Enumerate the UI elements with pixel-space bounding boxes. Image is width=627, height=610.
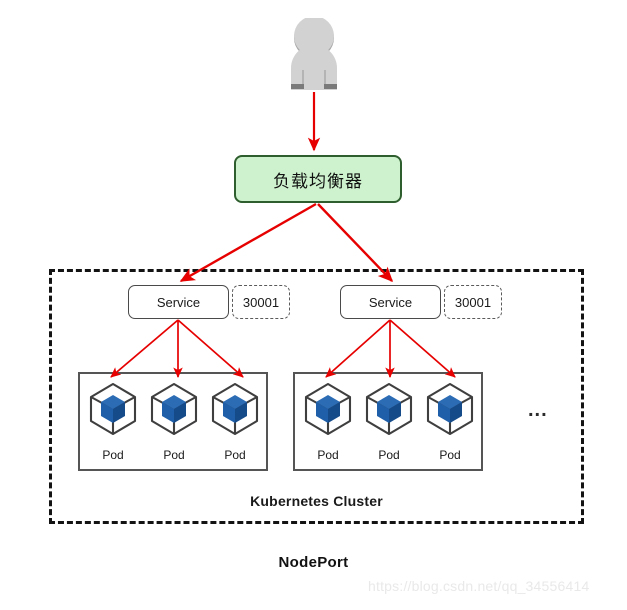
- pod-label: Pod: [317, 448, 339, 462]
- pod-label: Pod: [224, 448, 246, 462]
- pod-1-2[interactable]: Pod: [146, 381, 202, 467]
- pod-1-3[interactable]: Pod: [207, 381, 263, 467]
- pod-1-1[interactable]: Pod: [85, 381, 141, 467]
- load-balancer-box[interactable]: 负载均衡器: [234, 155, 402, 203]
- service-nodeport-box-1[interactable]: 30001: [232, 285, 290, 319]
- load-balancer-label: 负载均衡器: [273, 171, 363, 192]
- pod-cube-icon: [361, 381, 417, 448]
- pod-2-3[interactable]: Pod: [422, 381, 478, 467]
- user-person-icon: [283, 16, 345, 92]
- pod-group-2: Pod Pod: [293, 372, 483, 471]
- service-nodeport-label-2: 30001: [454, 294, 492, 310]
- pod-cube-icon: [422, 381, 478, 448]
- pod-cube-icon: [85, 381, 141, 448]
- pod-label: Pod: [102, 448, 124, 462]
- pod-group-1: Pod Pod: [78, 372, 268, 471]
- watermark-text: https://blog.csdn.net/qq_34556414: [368, 578, 590, 594]
- diagram-title: NodePort: [278, 554, 349, 571]
- pod-2-1[interactable]: Pod: [300, 381, 356, 467]
- pod-2-2[interactable]: Pod: [361, 381, 417, 467]
- pod-cube-icon: [300, 381, 356, 448]
- service-box-1[interactable]: Service: [128, 285, 229, 319]
- service-box-2[interactable]: Service: [340, 285, 441, 319]
- pod-cube-icon: [146, 381, 202, 448]
- pod-label: Pod: [163, 448, 185, 462]
- service-nodeport-box-2[interactable]: 30001: [444, 285, 502, 319]
- service-nodeport-label-1: 30001: [242, 294, 280, 310]
- pod-cube-icon: [207, 381, 263, 448]
- kubernetes-cluster-label: Kubernetes Cluster: [250, 493, 383, 509]
- more-pods-ellipsis: ...: [528, 399, 548, 421]
- service-label-2: Service: [368, 294, 413, 310]
- pod-label: Pod: [378, 448, 400, 462]
- pod-label: Pod: [439, 448, 461, 462]
- service-label-1: Service: [156, 294, 201, 310]
